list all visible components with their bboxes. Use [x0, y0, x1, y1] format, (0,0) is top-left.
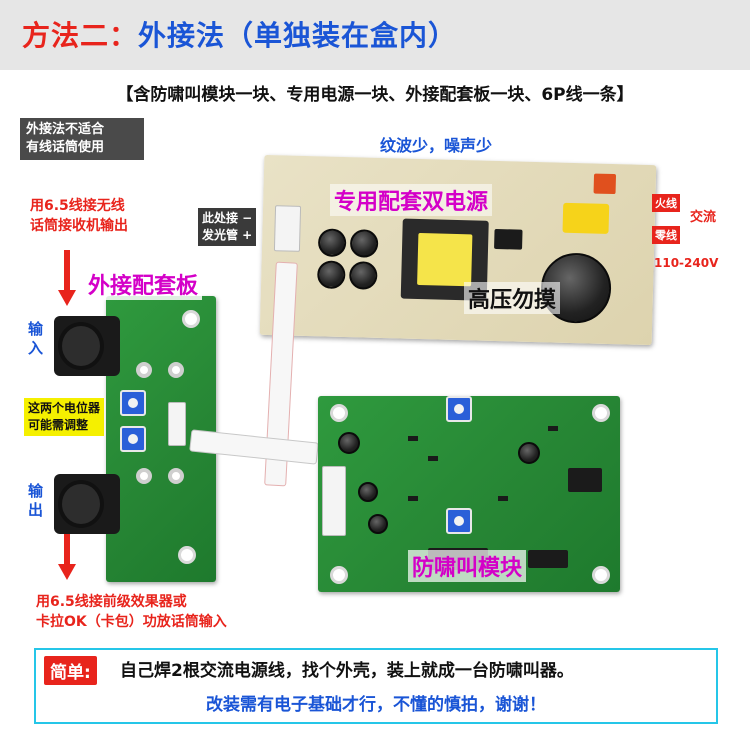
potentiometer-vr1[interactable] [120, 390, 146, 416]
pots-note-line-1: 这两个电位器 [28, 401, 101, 415]
mount-hole [182, 310, 200, 328]
title-prefix: 方法二： [22, 19, 139, 52]
capacitor [316, 260, 346, 290]
led-connector [273, 205, 302, 252]
adapter-connector [168, 402, 186, 446]
capacitor [317, 228, 347, 258]
smd-component [408, 436, 418, 441]
ripple-note: 纹波少，噪声少 [380, 136, 493, 155]
module-potentiometer-2[interactable] [446, 508, 472, 534]
input-label-char-1: 输 [28, 320, 44, 338]
mount-hole [178, 546, 196, 564]
input-arrow-shaft [64, 250, 70, 292]
mount-hole [330, 404, 348, 422]
power-supply-label: 专用配套双电源 [330, 184, 493, 216]
led-note-line-1: 此处接 − [202, 211, 253, 225]
anti-howl-module [318, 396, 620, 592]
input-instruction: 用6.5线接无线 话筒接收机输出 [30, 196, 128, 236]
neutral-wire-tag: 零线 [652, 226, 680, 244]
solder-pad [168, 468, 184, 484]
led-note-line-2: 发光管 + [202, 228, 253, 242]
header-banner: 方法二：外接法（单独装在盒内） [0, 0, 750, 70]
output-label: 输 出 [28, 482, 43, 520]
simple-badge: 简单: [44, 656, 97, 685]
capacitor [338, 432, 360, 454]
input-label: 输 入 [28, 320, 43, 358]
input-jack-ring [58, 322, 104, 370]
output-jack-ring [58, 480, 104, 528]
capacitor [358, 482, 378, 502]
module-potentiometer-1[interactable] [446, 396, 472, 422]
high-voltage-warning: 高压勿摸 [464, 282, 561, 314]
live-wire-tag: 火线 [652, 194, 680, 212]
solder-pad [136, 362, 152, 378]
mount-hole [592, 566, 610, 584]
input-instruction-line-2: 话筒接收机输出 [30, 218, 128, 234]
capacitor [348, 261, 378, 290]
input-label-char-2: 入 [28, 339, 44, 357]
page-title: 方法二：外接法（单独装在盒内） [22, 14, 457, 54]
solder-pad [136, 468, 152, 484]
mount-hole [592, 404, 610, 422]
package-contents: 【含防啸叫模块一块、专用电源一块、外接配套板一块、6P线一条】 [116, 85, 634, 105]
output-arrow-head [58, 564, 76, 580]
simple-text: 自己焊2根交流电源线，找个外壳，装上就成一台防啸叫器。 [120, 661, 574, 681]
capacitor [518, 442, 540, 464]
led-note: 此处接 − 发光管 + [198, 208, 257, 246]
title-main: 外接法（单独装在盒内） [138, 19, 458, 52]
pots-adjust-note: 这两个电位器 可能需调整 [24, 398, 105, 436]
not-suitable-note: 外接法不适合 有线话筒使用 [20, 118, 144, 160]
smd-component [548, 426, 558, 431]
adapter-board-label: 外接配套板 [84, 268, 203, 300]
output-label-char-1: 输 [28, 482, 44, 500]
pots-note-line-2: 可能需调整 [28, 418, 89, 432]
output-arrow-shaft [64, 530, 70, 566]
ac-label: 交流 [690, 210, 717, 225]
smd-component [498, 496, 508, 501]
ic-chip [494, 228, 523, 250]
footer-box: 简单: 自己焊2根交流电源线，找个外壳，装上就成一台防啸叫器。 改装需有电子基础… [34, 648, 718, 724]
output-instruction-line-2: 卡拉OK（卡包）功放话筒输入 [36, 614, 227, 630]
filter-cap-yellow [562, 202, 610, 234]
output-instruction: 用6.5线接前级效果器或 卡拉OK（卡包）功放话筒输入 [36, 592, 227, 632]
not-suitable-line-2: 有线话筒使用 [26, 140, 105, 155]
capacitor [349, 229, 379, 258]
smd-component [428, 456, 438, 461]
potentiometer-vr2[interactable] [120, 426, 146, 452]
ic-chip [568, 468, 602, 492]
anti-howl-module-label: 防啸叫模块 [408, 550, 527, 582]
output-instruction-line-1: 用6.5线接前级效果器或 [36, 594, 187, 610]
transformer-core [417, 232, 473, 287]
input-jack[interactable] [54, 316, 120, 376]
solder-pad [168, 362, 184, 378]
capacitor [368, 514, 388, 534]
module-connector [322, 466, 346, 536]
mount-hole [330, 566, 348, 584]
not-suitable-line-1: 外接法不适合 [26, 122, 105, 137]
smd-component [408, 496, 418, 501]
input-instruction-line-1: 用6.5线接无线 [30, 198, 125, 214]
output-label-char-2: 出 [28, 501, 44, 519]
voltage-range: 110-240V [654, 256, 719, 270]
ic-chip [528, 550, 568, 568]
fuse [593, 173, 617, 195]
output-jack[interactable] [54, 474, 120, 534]
caution-note: 改装需有电子基础才行，不懂的慎拍，谢谢！ [206, 695, 546, 715]
input-arrow-head [58, 290, 76, 306]
